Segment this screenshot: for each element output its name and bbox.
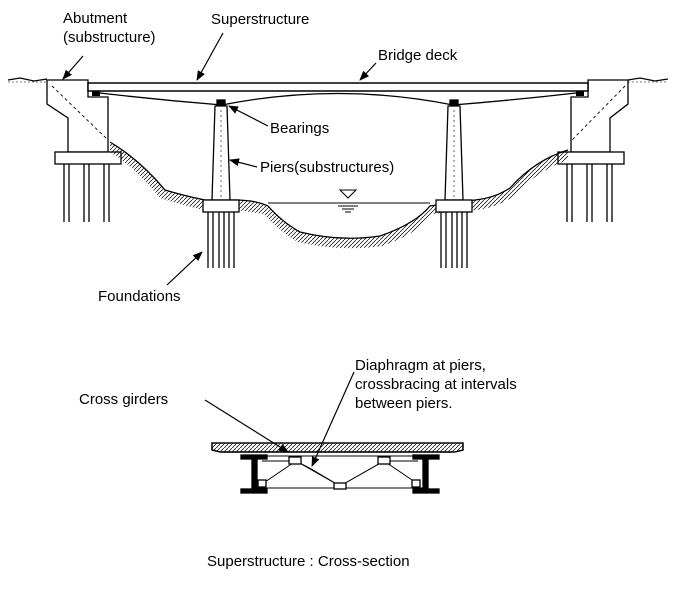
piers-label: Piers(substructures) [260, 159, 395, 176]
diaphragm-label-line2: crossbracing at intervals [355, 376, 517, 393]
right-girder-bottom-flange [412, 488, 440, 494]
piers-arrow [229, 158, 258, 168]
abutment-label-line1: Abutment [63, 10, 128, 27]
abutment-label-line2: (substructure) [63, 29, 156, 46]
cross-girders-label: Cross girders [79, 391, 169, 408]
foundations-label: Foundations [98, 288, 181, 305]
ground-left [7, 77, 48, 82]
abutment-label: Abutment (substructure) [63, 9, 156, 47]
bridge-deck-label: Bridge deck [378, 47, 458, 64]
left-girder-bottom-flange [240, 488, 268, 494]
foundations-arrow [166, 251, 203, 286]
left-abutment [46, 79, 122, 222]
diaphragm-arrow [311, 371, 355, 467]
superstructure-label: Superstructure [211, 11, 310, 28]
right-girder-web [422, 458, 429, 490]
cross-bracing [261, 460, 419, 487]
left-girder-web [251, 458, 258, 490]
girder-soffit [99, 92, 577, 106]
right-abutment [557, 79, 629, 222]
left-pier [202, 99, 240, 268]
diaphragm-label: Diaphragm at piers, crossbracing at inte… [355, 356, 517, 413]
superstructure-arrow [196, 32, 224, 81]
water-level-symbol [338, 189, 358, 199]
bearings-arrow [228, 105, 269, 127]
cross-section [211, 442, 464, 494]
riverbed [109, 141, 569, 239]
diaphragm-label-line1: Diaphragm at piers, [355, 357, 486, 374]
right-pier [435, 99, 473, 268]
bearings-label: Bearings [270, 120, 330, 137]
diaphragm-label-line3: between piers. [355, 395, 453, 412]
bridge-deck [87, 82, 589, 92]
abutment-arrow [62, 55, 84, 80]
cross-girders-arrow [204, 399, 289, 453]
ground-right [627, 77, 669, 82]
deck-slab [211, 442, 464, 453]
bridge-deck-arrow [359, 62, 377, 81]
cross-section-caption: Superstructure : Cross-section [207, 553, 410, 570]
